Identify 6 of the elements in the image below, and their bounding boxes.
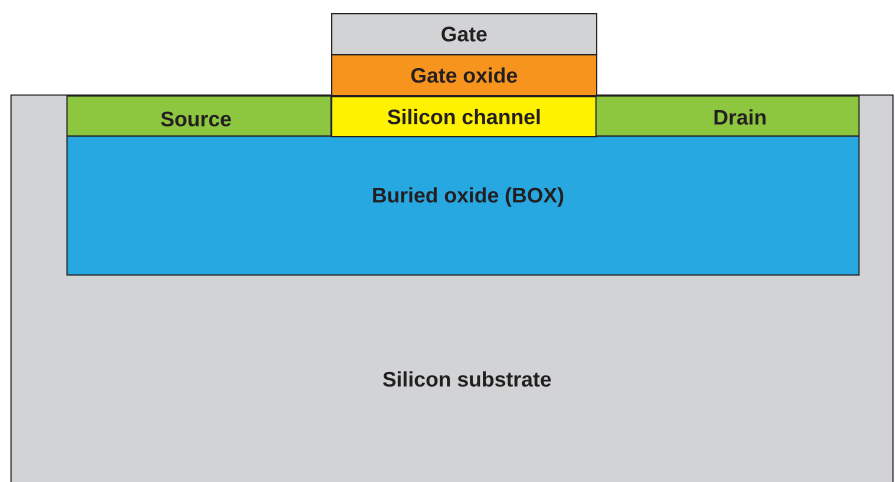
- gate-layer: Gate: [331, 13, 598, 56]
- drain-region: Drain: [595, 95, 860, 137]
- channel-region: Silicon channel: [331, 96, 598, 138]
- source-region: Source: [66, 95, 332, 137]
- buried-oxide-layer: Buried oxide (BOX): [66, 135, 860, 276]
- gate-oxide-layer: Gate oxide: [331, 54, 598, 96]
